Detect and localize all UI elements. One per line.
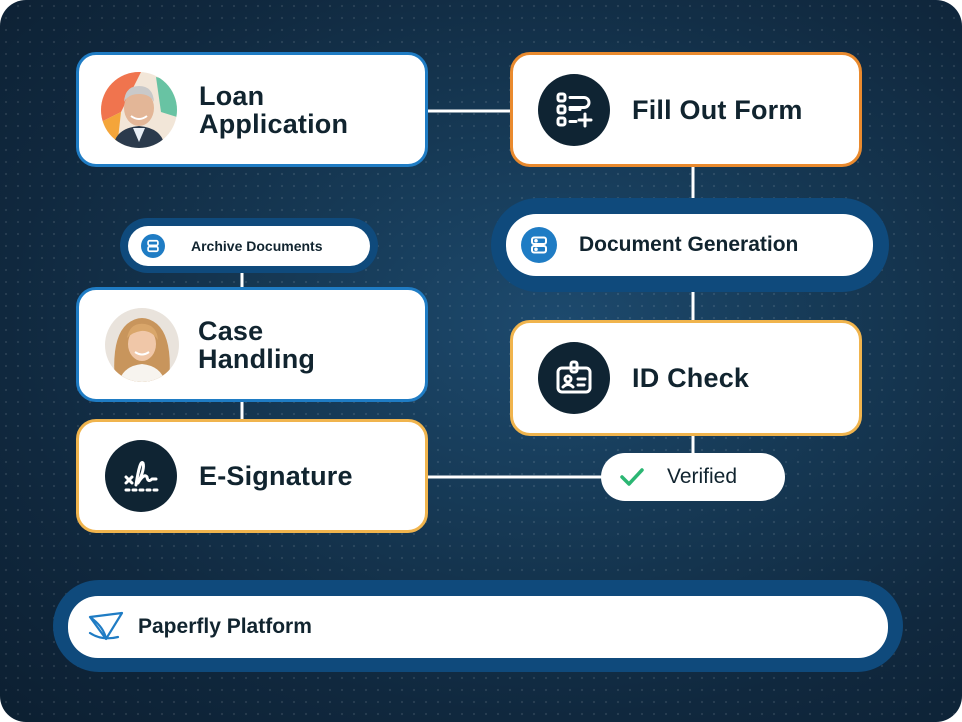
node-fill-out-form[interactable]: Fill Out Form [510, 52, 862, 167]
node-fill-out-form-title: Fill Out Form [632, 94, 803, 125]
node-case-handling-title: Case Handling [198, 315, 316, 374]
node-e-signature-title: E-Signature [199, 461, 353, 491]
node-document-generation-title: Document Generation [579, 233, 799, 256]
node-archive-documents-title: Archive Documents [191, 238, 323, 254]
paper-plane-logo-icon [88, 611, 124, 641]
server-icon [521, 227, 557, 263]
status-verified: Verified [601, 453, 785, 501]
signature-icon [105, 440, 177, 512]
node-archive-documents[interactable]: Archive Documents [128, 226, 370, 266]
form-list-plus-icon [538, 73, 610, 146]
node-loan-application[interactable]: Loan Application [76, 52, 428, 167]
node-id-check-title: ID Check [632, 363, 750, 393]
id-badge-icon [538, 342, 610, 414]
platform-bar[interactable]: Paperfly Platform [68, 596, 888, 658]
platform-title: Paperfly Platform [138, 615, 312, 638]
node-id-check[interactable]: ID Check [510, 320, 862, 436]
server-icon [141, 234, 165, 258]
node-case-handling[interactable]: Case Handling [76, 287, 428, 402]
avatar-woman [105, 307, 179, 382]
checkmark-icon [620, 468, 644, 486]
status-verified-label: Verified [667, 465, 738, 488]
node-e-signature[interactable]: E-Signature [76, 419, 428, 533]
node-loan-application-title: Loan Application [199, 80, 349, 139]
avatar-man [101, 71, 177, 148]
node-document-generation[interactable]: Document Generation [506, 214, 873, 276]
